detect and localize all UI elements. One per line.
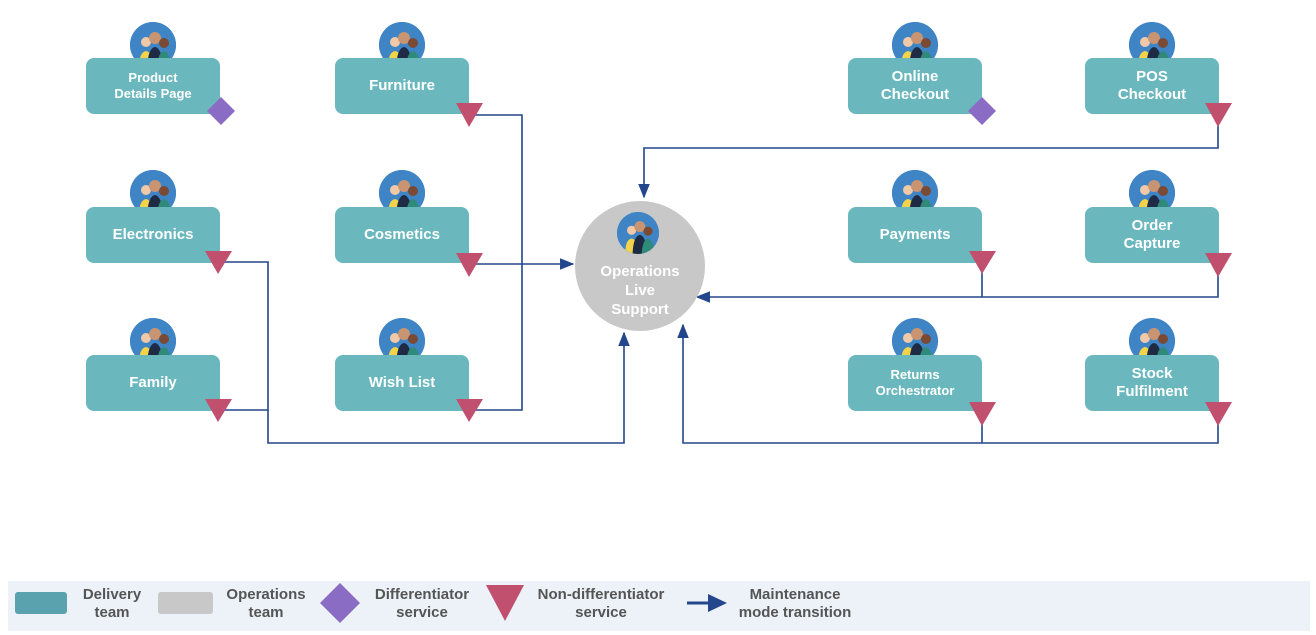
team-label: POS Checkout [1117, 68, 1187, 103]
team-electronics: Electronics [86, 207, 220, 263]
team-payments: Payments [848, 207, 982, 263]
non-differentiator-triangle-icon [456, 253, 483, 277]
team-cosmetics: Cosmetics [335, 207, 469, 263]
team-label: Stock Fulfilment [1116, 365, 1188, 400]
non-differentiator-triangle-icon [1205, 402, 1232, 426]
team-wish-list: Wish List [335, 355, 469, 411]
non-differentiator-triangle-icon [969, 402, 996, 426]
team-product-details-page: Product Details Page [86, 58, 220, 114]
legend-label: Delivery team [82, 586, 142, 621]
non-differentiator-triangle-icon [1205, 253, 1232, 277]
team-label: Cosmetics [364, 226, 440, 243]
team-stock-fulfilment: Stock Fulfilment [1085, 355, 1219, 411]
non-differentiator-triangle-icon [456, 103, 483, 127]
maintenance-arrow-icon [687, 594, 727, 612]
operations-team-swatch [158, 592, 213, 614]
operations-avatar-icon [617, 212, 659, 254]
non-differentiator-triangle-icon [205, 399, 232, 422]
connector-furniture [470, 114, 523, 411]
team-label: Furniture [369, 77, 435, 94]
non-differentiator-triangle-icon [205, 251, 232, 274]
legend-label: Differentiator service [374, 586, 470, 621]
team-order-capture: Order Capture [1085, 207, 1219, 263]
team-pos-checkout: POS Checkout [1085, 58, 1219, 114]
non-differentiator-triangle-icon [456, 399, 483, 422]
team-label: Product Details Page [114, 70, 192, 101]
team-label: Wish List [368, 374, 436, 391]
team-label: Payments [879, 226, 951, 243]
non-differentiator-triangle-icon [486, 585, 524, 621]
differentiator-diamond-icon [207, 97, 235, 125]
team-online-checkout: Online Checkout [848, 58, 982, 114]
legend-label: Maintenance mode transition [738, 586, 852, 621]
operations-live-support-label: Operations Live Support [600, 263, 680, 318]
team-family: Family [86, 355, 220, 411]
team-label: Online Checkout [880, 68, 950, 103]
legend-label: Operations team [226, 586, 306, 621]
connector-electronics [220, 261, 630, 444]
team-furniture: Furniture [335, 58, 469, 114]
team-returns-orchestrator: Returns Orchestrator [848, 355, 982, 411]
differentiator-diamond-icon [968, 97, 996, 125]
connector-stock-fulfilment [677, 323, 1219, 444]
non-differentiator-triangle-icon [969, 251, 996, 274]
non-differentiator-triangle-icon [1205, 103, 1232, 127]
team-label: Returns Orchestrator [875, 367, 955, 398]
legend-label: Non-differentiator service [537, 586, 665, 621]
connector-pos-checkout [638, 115, 1219, 199]
team-label: Family [129, 374, 177, 391]
differentiator-diamond-icon [320, 583, 360, 623]
avatar-icon [892, 170, 938, 216]
legend: Delivery team Operations team Differenti… [8, 581, 1310, 631]
team-label: Electronics [112, 226, 194, 243]
team-label: Order Capture [1123, 217, 1181, 252]
delivery-team-swatch [15, 592, 67, 614]
